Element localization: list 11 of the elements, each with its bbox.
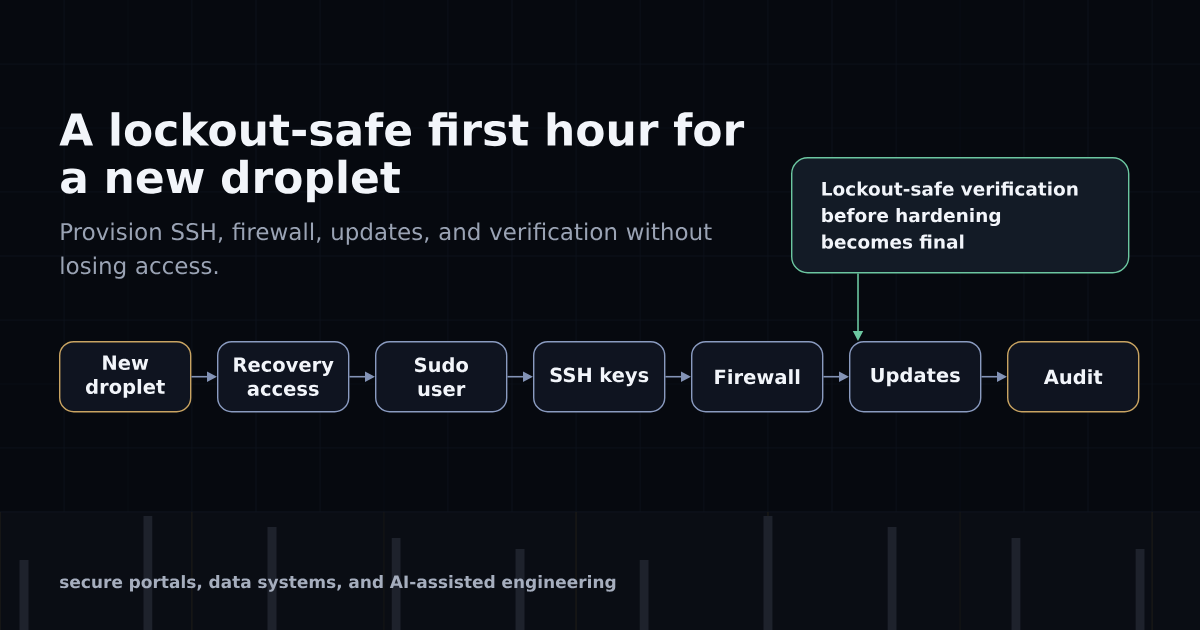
step-box: Recovery access [217, 341, 350, 413]
step-box: Sudo user [375, 341, 508, 413]
step-box: Audit [1007, 341, 1140, 413]
step-box: New droplet [59, 341, 192, 413]
step-box: Updates [849, 341, 982, 413]
callout-box: Lockout-safe verification before hardening becomes final [791, 157, 1130, 274]
subtitle: Provision SSH, firewall, updates, and verification without losing access. [61, 222, 712, 279]
step-box: Firewall [691, 341, 824, 413]
footer-text: secure portals, data systems, and AI-assisted engineering [60, 575, 616, 592]
title: A lockout-safe first hour for a new droplet [59, 112, 745, 203]
step-box: SSH keys [533, 341, 666, 413]
